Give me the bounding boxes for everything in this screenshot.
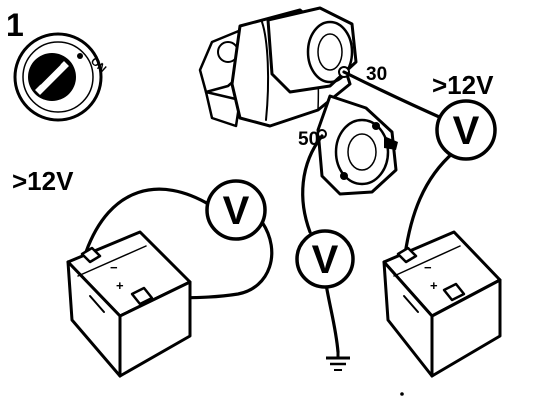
end-housing-cap (334, 118, 390, 186)
ignition-key-groove (39, 63, 61, 85)
left-battery-plus-symbol: + (116, 278, 124, 293)
starter-motor (198, 6, 398, 196)
left-voltage-label: >12V (12, 166, 74, 196)
end-housing-bolt-2 (372, 122, 380, 130)
stray-dot (400, 392, 404, 396)
center-voltmeter-symbol: V (312, 238, 339, 282)
terminal-50-label: 50 (298, 129, 319, 150)
ignition-outer-ring (13, 32, 103, 122)
left-voltmeter: V (205, 179, 267, 241)
ignition-inner-ring (22, 41, 94, 113)
right-battery-minus-symbol: − (424, 260, 432, 275)
solenoid-end-cap-inner (317, 33, 343, 71)
left-battery-side (118, 280, 192, 378)
left-battery-minus-symbol: − (110, 260, 118, 275)
wire-left-meter-to-battery-neg (84, 187, 212, 254)
right-battery-plus-symbol: + (430, 278, 438, 293)
starter-mount-flange (204, 90, 242, 128)
right-battery: − + (382, 230, 502, 378)
terminal-30-label: 30 (366, 64, 387, 85)
end-housing-terminal (384, 136, 398, 150)
left-battery-pos-terminal (130, 286, 154, 306)
center-voltmeter: V (295, 229, 355, 289)
end-housing-bolt-1 (340, 172, 348, 180)
wire-terminal30-to-right-meter (342, 70, 448, 122)
ignition-on-label: ON (88, 55, 108, 75)
left-voltmeter-ring (205, 179, 267, 241)
step-number: 1 (6, 7, 24, 43)
commutator-end-housing (316, 94, 398, 196)
left-battery: − + (66, 230, 192, 378)
right-battery-pos-terminal (442, 282, 466, 302)
right-battery-neg-terminal (396, 246, 418, 264)
ground-symbol (326, 352, 350, 371)
wire-center-meter-to-ground (324, 282, 340, 354)
center-voltmeter-ring (295, 229, 355, 289)
left-voltmeter-symbol: V (223, 189, 250, 233)
right-voltmeter: V (435, 99, 497, 161)
starter-body-seam (261, 21, 270, 121)
right-battery-top-ridge (393, 245, 461, 277)
end-housing-cap-inner (347, 133, 377, 171)
right-battery-handle (403, 295, 419, 313)
left-battery-top-ridge (77, 245, 147, 277)
left-battery-neg-terminal (80, 246, 102, 264)
right-voltmeter-symbol: V (453, 109, 480, 153)
wire-right-meter-to-battery (402, 150, 456, 264)
right-battery-side (430, 278, 502, 378)
ignition-switch: ON (13, 32, 108, 122)
ignition-on-mark (77, 53, 83, 59)
solenoid-end-cap (306, 20, 354, 84)
wire-terminal50-to-center-meter (301, 134, 324, 234)
right-voltage-label: >12V (432, 70, 494, 100)
left-battery-handle (89, 295, 105, 313)
right-voltmeter-ring (435, 99, 497, 161)
